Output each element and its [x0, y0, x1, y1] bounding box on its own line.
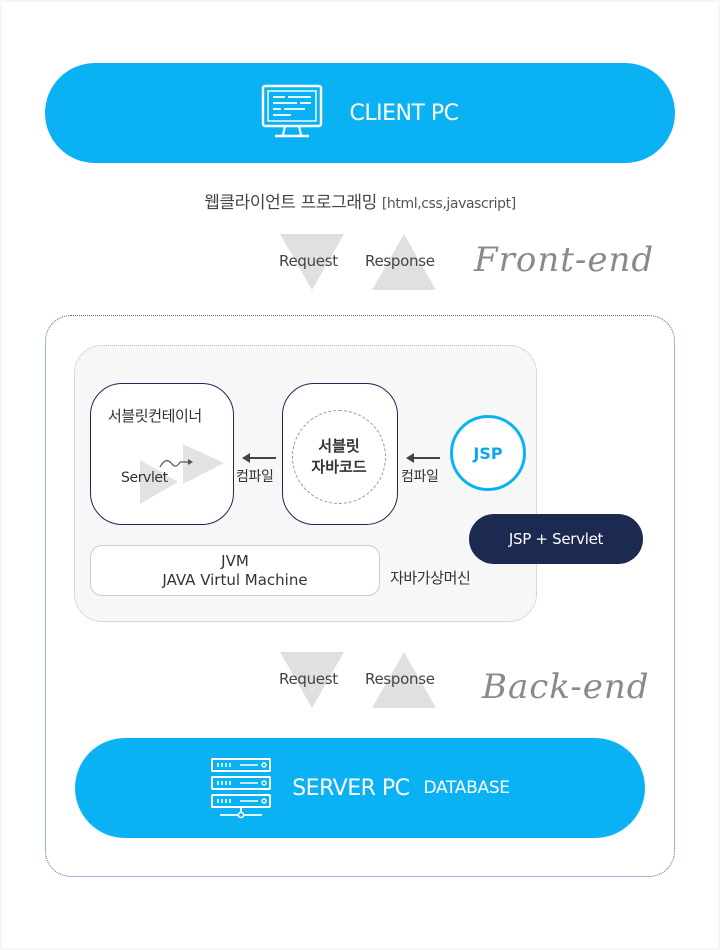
jsp-servlet-badge: JSP + Servlet — [469, 514, 643, 564]
jsp-servlet-label: JSP + Servlet — [508, 530, 604, 548]
monitor-icon — [262, 84, 323, 138]
server-database-label: DATABASE — [423, 778, 511, 798]
back-request-label: Request — [279, 670, 338, 688]
front-response-label: Response — [365, 252, 435, 270]
jvm-box: JVM JAVA Virtul Machine — [90, 545, 380, 596]
server-pc-banner: SERVER PC DATABASE — [75, 738, 645, 838]
servlet-container-box — [90, 383, 234, 525]
compile-arrow-left-icon — [242, 453, 276, 463]
bytecode-line1: 서블릿 — [318, 437, 360, 455]
jvm-korean-label: 자바가상머신 — [390, 569, 471, 587]
servlet-cycle-icon — [140, 444, 224, 504]
client-pc-banner: CLIENT PC — [45, 63, 675, 163]
frontend-subtitle: 웹클라이언트 프로그래밍 [html,css,javascript] — [0, 188, 720, 213]
servlet-container-label: 서블릿컨테이너 — [108, 407, 202, 425]
compile-label-2: 컴파일 — [401, 469, 439, 485]
compile-arrow-left-icon-2 — [406, 453, 440, 463]
server-pc-label: SERVER PC — [292, 775, 410, 801]
servlet-java-code-circle: 서블릿 자바코드 — [292, 410, 386, 504]
bytecode-line2: 자바코드 — [311, 458, 367, 476]
frontend-subtitle-text: 웹클라이언트 프로그래밍 — [204, 193, 377, 213]
client-pc-label: CLIENT PC — [349, 100, 459, 126]
jsp-label: JSP — [473, 443, 503, 463]
back-response-label: Response — [365, 670, 435, 688]
front-request-label: Request — [279, 252, 338, 270]
compile-label-1: 컴파일 — [236, 469, 274, 485]
servlet-label: Servlet — [121, 470, 168, 486]
response-arrow-up-icon — [372, 234, 436, 290]
backend-tag: Back-end — [482, 667, 650, 707]
back-request-arrow-down-icon — [280, 652, 344, 708]
frontend-tech-list: [html,css,javascript] — [381, 196, 516, 212]
server-rack-icon — [211, 758, 272, 819]
frontend-tag: Front-end — [474, 240, 655, 280]
request-arrow-down-icon — [280, 234, 344, 290]
jvm-line1: JVM — [221, 552, 249, 570]
back-response-arrow-up-icon — [372, 652, 436, 708]
jsp-node: JSP — [450, 415, 526, 491]
jvm-line2: JAVA Virtul Machine — [162, 571, 308, 589]
